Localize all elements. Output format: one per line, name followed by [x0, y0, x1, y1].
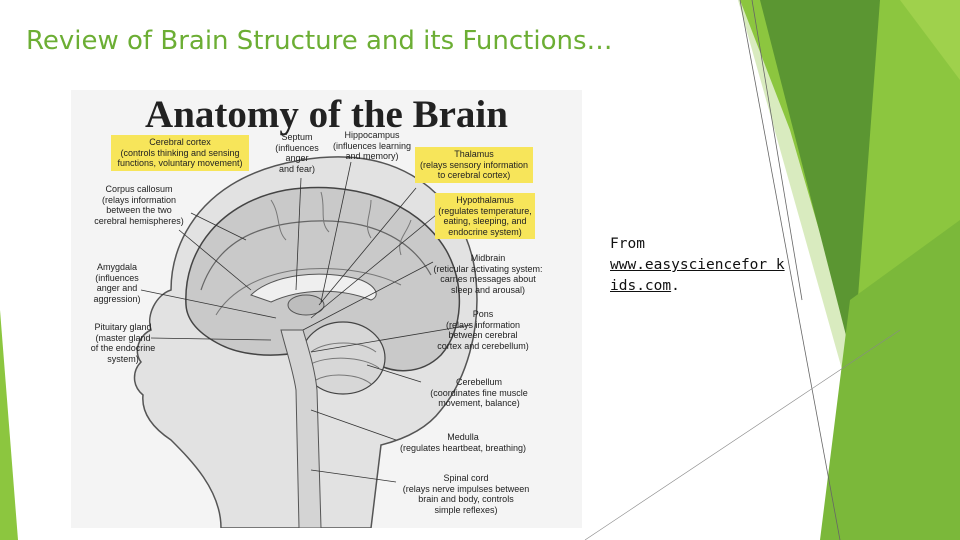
label-desc: (influences learning and memory)	[332, 140, 412, 162]
label-name: Pons	[472, 309, 494, 319]
label-pons: Pons (relays information between cerebra…	[427, 309, 539, 351]
label-spinal-cord: Spinal cord (relays nerve impulses betwe…	[397, 473, 535, 515]
figure-title: Anatomy of the Brain	[145, 93, 508, 136]
label-cerebral-cortex: Cerebral cortex (controls thinking and s…	[111, 135, 249, 171]
label-desc: (relays information between cerebral cor…	[437, 319, 529, 351]
label-cerebellum: Cerebellum (coordinates fine muscle move…	[417, 377, 541, 409]
source-credit: From www.easysciencefor kids.com.	[610, 234, 786, 297]
label-desc: (relays sensory information to cerebral …	[419, 159, 529, 181]
brain-illustration	[133, 156, 478, 528]
label-name: Amygdala	[96, 262, 138, 272]
label-hypothalamus: Hypothalamus (regulates temperature, eat…	[435, 193, 535, 239]
credit-link[interactable]: www.easysciencefor kids.com	[610, 257, 785, 294]
label-desc: (master gland of the endocrine system)	[90, 332, 156, 364]
slide-title: Review of Brain Structure and its Functi…	[26, 26, 613, 56]
label-name: Septum	[281, 132, 313, 142]
label-desc: (influences anger and fear)	[275, 142, 319, 174]
label-desc: (regulates temperature, eating, sleeping…	[438, 205, 532, 237]
label-thalamus: Thalamus (relays sensory information to …	[415, 147, 533, 183]
label-name: Hypothalamus	[456, 195, 514, 205]
label-name: Pituitary gland	[94, 322, 152, 332]
label-name: Thalamus	[454, 149, 494, 159]
label-septum: Septum (influences anger and fear)	[267, 132, 327, 174]
label-name: Medulla	[447, 432, 479, 442]
label-name: Hippocampus	[344, 130, 400, 140]
label-name: Spinal cord	[443, 473, 489, 483]
label-hippocampus: Hippocampus (influences learning and mem…	[329, 130, 415, 162]
label-amygdala: Amygdala (influences anger and aggressio…	[83, 262, 151, 304]
label-desc: (regulates heartbeat, breathing)	[399, 442, 527, 453]
credit-suffix: .	[671, 278, 680, 294]
label-name: Cerebellum	[455, 377, 503, 387]
label-desc: (relays information between the two cere…	[94, 194, 184, 226]
label-desc: (controls thinking and sensing functions…	[117, 147, 243, 169]
label-name: Midbrain	[470, 253, 506, 263]
brain-anatomy-figure: Anatomy of the Brain Cerebral cortex (co…	[71, 90, 582, 528]
label-name: Corpus callosum	[105, 184, 173, 194]
label-desc: (coordinates fine muscle movement, balan…	[430, 387, 528, 409]
label-corpus-callosum: Corpus callosum (relays information betw…	[89, 184, 189, 226]
label-midbrain: Midbrain (reticular activating system: c…	[427, 253, 549, 295]
label-name: Cerebral cortex	[149, 137, 211, 147]
label-pituitary-gland: Pituitary gland (master gland of the end…	[87, 322, 159, 364]
label-desc: (influences anger and aggression)	[93, 272, 141, 304]
label-medulla: Medulla (regulates heartbeat, breathing)	[393, 432, 533, 453]
credit-prefix: From	[610, 236, 645, 252]
label-desc: (reticular activating system: carries me…	[433, 263, 543, 295]
label-desc: (relays nerve impulses between brain and…	[402, 483, 530, 515]
